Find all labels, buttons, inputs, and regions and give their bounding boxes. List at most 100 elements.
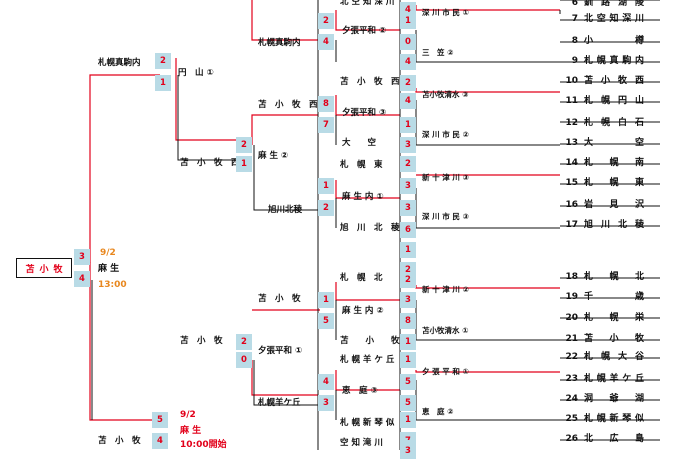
entry-team: 札幌北 <box>584 272 644 283</box>
entry-team-char: 南 <box>634 158 644 168</box>
champion-char: 牧 <box>53 264 63 275</box>
entry-number: 16 <box>565 200 578 210</box>
entry-team-char: 真 <box>609 56 619 66</box>
venue-label: 恵 庭 ③ <box>342 386 378 396</box>
score-cell: 2 <box>318 13 334 29</box>
entry-team-char: 苫 <box>584 334 594 344</box>
entry-team: 洞爺湖 <box>584 394 644 405</box>
entry-team-char: 札 <box>584 272 594 282</box>
entry-team-char: 沢 <box>634 200 644 210</box>
entry-team-char: 深 <box>622 14 632 24</box>
entry-number: 17 <box>565 220 578 230</box>
entry-team-char: 幌 <box>596 56 606 66</box>
score-cell: 3 <box>400 137 416 153</box>
score-cell: 4 <box>74 271 90 287</box>
team-label: 札 幌 北 <box>340 273 383 283</box>
score-cell: 2 <box>236 334 252 350</box>
venue-label: 深 川 市 民 ③ <box>422 212 469 221</box>
entry-team-char: 空 <box>634 138 644 148</box>
score-cell: 4 <box>318 374 334 390</box>
score-cell: 0 <box>236 352 252 368</box>
venue-label: 新 十 津 川 ② <box>422 285 469 294</box>
venue-label: 深 川 市 民 ② <box>422 130 469 139</box>
team-label: 苫 小 牧 西 <box>180 158 240 168</box>
entry-team: 札幌白石 <box>584 118 644 129</box>
entry-team-char: 札 <box>584 56 594 66</box>
team-label: 札 幌 新 琴 似 <box>340 418 395 428</box>
entry-number: 15 <box>565 178 578 188</box>
score-cell: 2 <box>236 137 252 153</box>
venue-label: 深 川 市 民 ① <box>422 8 469 17</box>
entry-team-char: 幌 <box>609 272 619 282</box>
score-cell: 1 <box>400 412 416 428</box>
entry-number: 7 <box>571 14 578 24</box>
entry-number: 19 <box>565 292 578 302</box>
semifinal-time: 10:00開始 <box>180 440 227 450</box>
entry-team-char: 西 <box>634 76 644 86</box>
entry-team-char: 歳 <box>634 292 644 302</box>
entry-team-char: 釧 <box>584 0 594 8</box>
venue-label: 新 十 津 川 ③ <box>422 173 469 182</box>
entry-team-char: 札 <box>584 118 594 128</box>
entry-number: 13 <box>565 138 578 148</box>
entry-team-char: 川 <box>600 220 610 230</box>
team-label: 札幌羊ケ丘 <box>258 398 301 408</box>
score-cell: 8 <box>318 96 334 112</box>
entry-team-char: 牧 <box>617 76 627 86</box>
entry-team-char: 札 <box>584 352 594 362</box>
score-cell: 4 <box>400 93 416 109</box>
score-cell: 8 <box>400 313 416 329</box>
entry-number: 9 <box>571 56 578 66</box>
venue-label: 夕張平和 ③ <box>342 108 387 118</box>
entry-team: 札幌南 <box>584 158 644 169</box>
entry-team-char: 札 <box>584 414 594 424</box>
entry-team: 札幌円山 <box>584 96 644 107</box>
score-cell: 4 <box>152 433 168 449</box>
venue-label: 麻 生 ② <box>258 151 289 161</box>
venue-label: 夕 張 平 和 ① <box>422 367 469 376</box>
entry-team-char: 路 <box>600 0 610 8</box>
entry-number: 26 <box>565 434 578 444</box>
entry-team: 札幌大谷 <box>584 352 644 363</box>
entry-team-char: 小 <box>584 36 594 46</box>
team-label: 苫 小 牧 <box>180 336 223 346</box>
final-date: 9/2 <box>100 248 116 258</box>
entry-team-char: 札 <box>584 96 594 106</box>
score-cell: 3 <box>318 395 334 411</box>
entry-team: 北空知深川 <box>584 14 644 25</box>
entry-team-char: 内 <box>634 56 644 66</box>
team-label: 苫 小 牧 西 <box>258 100 318 110</box>
entry-number: 23 <box>565 374 578 384</box>
venue-label: 恵 庭 ② <box>422 407 454 416</box>
score-cell: 2 <box>155 53 171 69</box>
entry-number: 6 <box>571 0 578 8</box>
entry-team-char: 幌 <box>609 313 619 323</box>
entry-team: 札幌栄 <box>584 313 644 324</box>
entry-team-char: 幌 <box>600 118 610 128</box>
final-time: 13:00 <box>98 280 127 290</box>
entry-number: 10 <box>565 76 578 86</box>
score-cell: 6 <box>400 222 416 238</box>
score-cell: 3 <box>400 178 416 194</box>
venue-label: 苫小牧清水 ① <box>422 326 469 335</box>
entry-team-char: 山 <box>634 96 644 106</box>
champion-char: 苫 <box>25 264 35 275</box>
team-label: 札幌真駒内 <box>258 38 301 48</box>
entry-team-char: 岩 <box>584 200 594 210</box>
entry-number: 20 <box>565 313 578 323</box>
score-cell: 3 <box>74 249 90 265</box>
entry-team: 釧路湖陵 <box>584 0 644 9</box>
entry-number: 22 <box>565 352 578 362</box>
score-cell: 5 <box>400 374 416 390</box>
venue-label: 夕張平和 ① <box>258 346 303 356</box>
entry-team-char: 大 <box>617 352 627 362</box>
score-cell: 2 <box>400 75 416 91</box>
entry-team-char: 陵 <box>634 0 644 8</box>
score-cell: 1 <box>400 352 416 368</box>
entry-team-char: 幌 <box>596 414 606 424</box>
entry-team-char: 羊 <box>609 374 619 384</box>
entry-team-char: 知 <box>609 14 619 24</box>
entry-team-char: 栄 <box>634 313 644 323</box>
score-cell: 1 <box>400 117 416 133</box>
entry-team-char: 幌 <box>596 374 606 384</box>
